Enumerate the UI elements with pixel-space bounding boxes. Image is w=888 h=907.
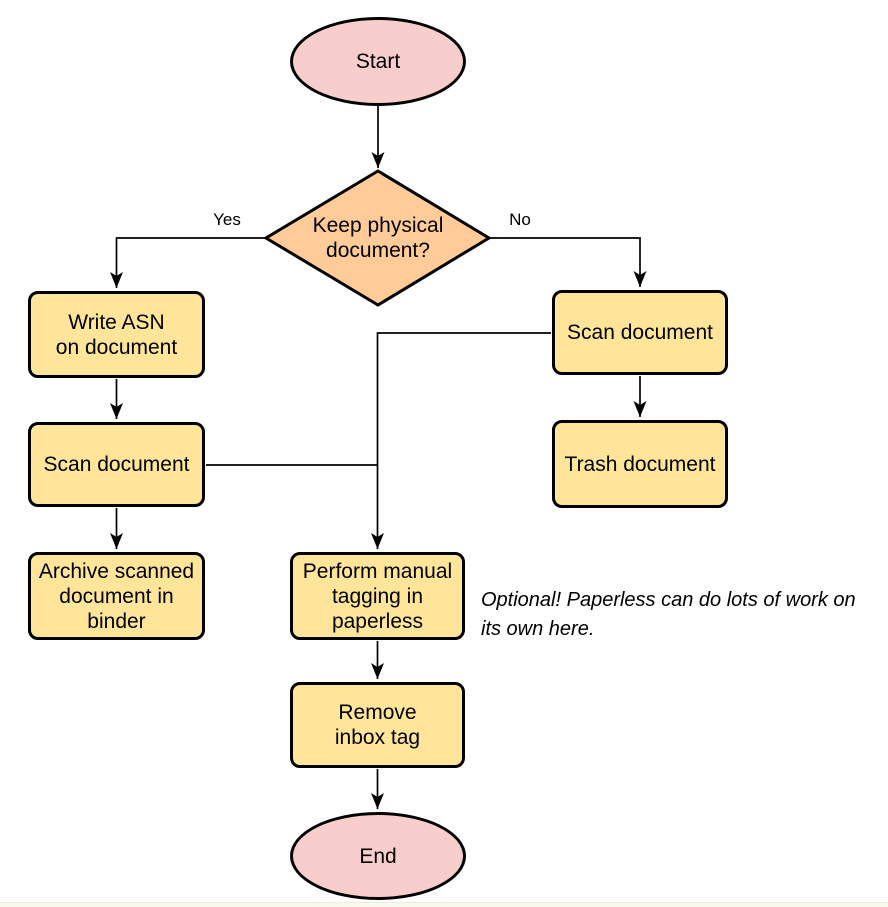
node-write-asn-label: Write ASN on document bbox=[55, 310, 178, 359]
node-remove-inbox-tag: Remove inbox tag bbox=[290, 682, 465, 768]
optional-note: Optional! Paperless can do lots of work … bbox=[481, 589, 856, 640]
edge-label-no: No bbox=[509, 210, 531, 229]
node-manual-tagging: Perform manual tagging in paperless bbox=[290, 552, 465, 640]
bottom-edge-artifact bbox=[0, 902, 888, 907]
edge-label-yes: Yes bbox=[213, 210, 241, 229]
edge-decision-yes-to-write-asn bbox=[110, 237, 266, 288]
edge-scan-right-to-tagging bbox=[371, 332, 551, 549]
decision-shape bbox=[263, 169, 492, 307]
node-scan-document-left: Scan document bbox=[28, 422, 205, 507]
node-scan-document-right-label: Scan document bbox=[567, 321, 713, 344]
edge-decision-no-to-scan-right bbox=[489, 237, 647, 287]
node-manual-tagging-label: Perform manual tagging in paperless bbox=[302, 559, 453, 633]
node-archive-scanned: Archive scanned document in binder bbox=[28, 552, 205, 640]
node-end: End bbox=[290, 812, 466, 900]
node-trash-document-label: Trash document bbox=[564, 452, 716, 476]
node-scan-document-right: Scan document bbox=[552, 290, 728, 375]
node-end-label: End bbox=[359, 844, 397, 868]
node-remove-inbox-tag-label: Remove inbox tag bbox=[334, 701, 421, 749]
decision-label-text: Keep physical document? bbox=[312, 214, 444, 262]
node-start-label: Start bbox=[355, 50, 401, 73]
node-write-asn: Write ASN on document bbox=[28, 291, 205, 378]
node-archive-scanned-label: Archive scanned document in binder bbox=[38, 559, 195, 633]
node-trash-document: Trash document bbox=[552, 420, 728, 508]
node-start: Start bbox=[290, 17, 466, 106]
node-decision-label: Keep physical document? bbox=[266, 172, 490, 304]
node-scan-document-left-label: Scan document bbox=[43, 453, 190, 476]
